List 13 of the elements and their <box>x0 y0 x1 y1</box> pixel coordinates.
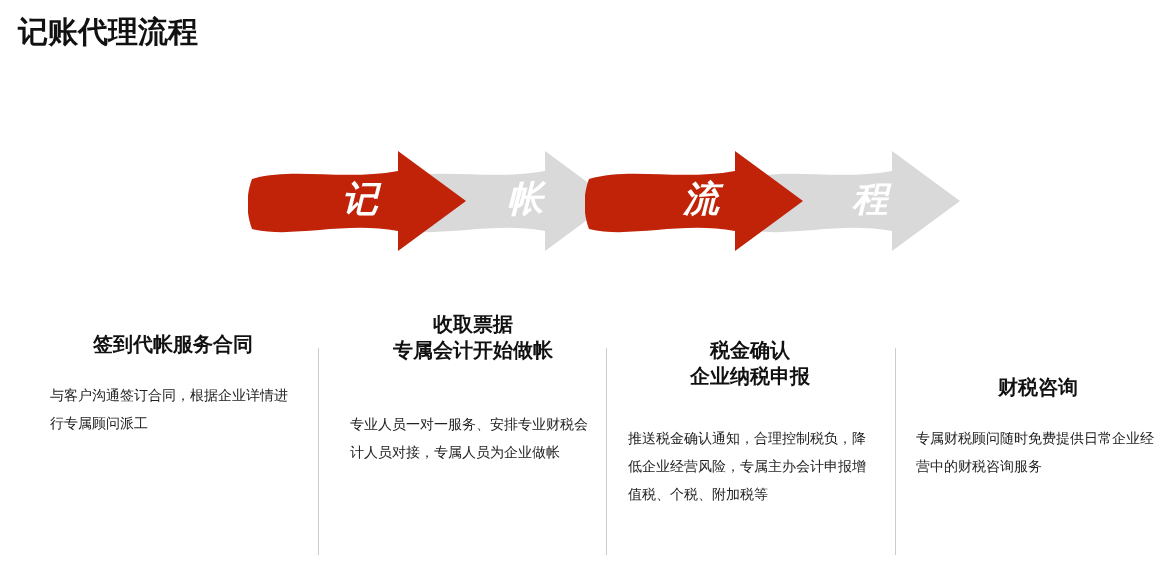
title: 记账代理流程 <box>18 13 198 51</box>
arrow-label: 记 <box>330 177 390 221</box>
step-heading: 财税咨询 <box>997 374 1079 400</box>
step-description: 专业人员一对一服务、安排专业财税会计人员对接，专属人员为企业做帐 <box>350 415 589 462</box>
step-heading: 企业纳税申报 <box>689 363 811 389</box>
arrow-label: 流 <box>671 177 731 221</box>
step-description: 专属财税顾问随时免费提供日常企业经营中的财税咨询服务 <box>916 429 1155 476</box>
step-description: 推送税金确认通知，合理控制税负，降低企业经营风险，专属主办会计申报增值税、个税、附加税等 <box>628 429 867 504</box>
step-description: 与客户沟通签订合同，根据企业详情进行专属顾问派工 <box>50 386 289 433</box>
step-heading: 税金确认 <box>708 337 791 363</box>
step-heading: 专属会计开始做帐 <box>392 337 554 363</box>
step-heading: 签到代帐服务合同 <box>92 331 254 357</box>
step-heading: 收取票据 <box>432 311 514 337</box>
